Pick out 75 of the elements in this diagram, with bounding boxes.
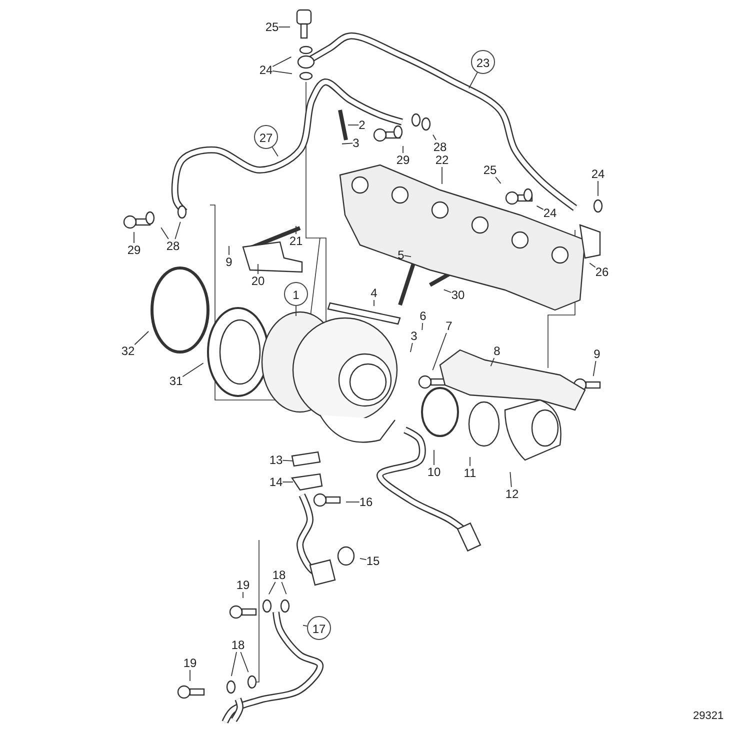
leader-line (228, 246, 230, 256)
leader-line (432, 134, 436, 140)
leader-line (422, 322, 424, 330)
callout-number: 16 (359, 495, 373, 509)
leader-line (242, 592, 244, 598)
leader-line (592, 360, 596, 376)
leader-line (268, 582, 276, 595)
leader-line (240, 652, 249, 673)
callout-number: 20 (251, 274, 265, 288)
leader-line (281, 582, 287, 595)
leader-line (510, 472, 512, 488)
callout-number: 8 (494, 344, 500, 358)
callout-number: 32 (121, 344, 135, 358)
callout-number: 19 (236, 578, 250, 592)
leader-line (410, 342, 413, 352)
callout-number: 13 (269, 453, 283, 467)
leader-line (174, 221, 181, 240)
callout-number: 9 (226, 255, 232, 269)
leader-line (402, 146, 404, 154)
callout-number: 3 (352, 136, 360, 150)
leader-line (278, 26, 290, 28)
callout-number: 29 (396, 153, 410, 167)
leader-line (160, 227, 169, 240)
leader-line (302, 624, 308, 626)
callout-number: 12 (505, 487, 519, 501)
leader-line (282, 460, 294, 462)
callout-number: 24 (543, 206, 557, 220)
callout-number: 30 (451, 288, 465, 302)
callout-number: 31 (169, 374, 183, 388)
leader-line (348, 124, 360, 126)
callout-number: 4 (370, 286, 378, 300)
callout-number: 18 (231, 638, 245, 652)
leader-line (272, 56, 292, 67)
leader-line (182, 362, 204, 378)
callout-number: 7 (446, 319, 452, 333)
callout-number: 19 (183, 656, 197, 670)
callout-number: 28 (166, 239, 180, 253)
leader-line (536, 206, 544, 210)
callout-number: 22 (435, 153, 449, 167)
leader-line (134, 330, 149, 346)
callout-number: 27 (254, 125, 278, 149)
callout-number: 5 (398, 248, 404, 262)
callout-number: 10 (427, 465, 441, 479)
callout-number: 21 (289, 234, 303, 248)
leader-line (404, 255, 412, 258)
leader-line (272, 70, 292, 74)
callout-number: 25 (483, 163, 497, 177)
callout-number: 24 (259, 63, 273, 77)
leader-line (432, 332, 447, 371)
leader-line (272, 146, 278, 157)
callout-number: 17 (307, 616, 331, 640)
leader-line (589, 262, 596, 268)
callout-number: 2 (358, 118, 366, 132)
drawing-number: 29321 (693, 710, 724, 722)
callout-number: 25 (265, 20, 279, 34)
callout-number: 14 (269, 475, 283, 489)
callout-number: 9 (594, 347, 600, 361)
callout-number: 3 (410, 329, 418, 343)
callout-number: 28 (433, 140, 447, 154)
leader-line (342, 142, 354, 144)
callout-number: 23 (471, 50, 495, 74)
leader-line (360, 558, 367, 560)
callout-number: 26 (595, 265, 609, 279)
callout-number: 6 (420, 309, 426, 323)
callout-number: 1 (284, 282, 308, 306)
leader-line (230, 652, 237, 676)
callout-number: 11 (464, 466, 476, 480)
leader-line (468, 72, 478, 89)
leader-line (443, 289, 452, 293)
leader-line (490, 358, 495, 367)
callout-number: 18 (272, 568, 286, 582)
callout-number: 29 (127, 243, 141, 257)
callout-number: 15 (366, 554, 380, 568)
leader-line (495, 176, 502, 184)
callout-number: 24 (591, 167, 605, 181)
